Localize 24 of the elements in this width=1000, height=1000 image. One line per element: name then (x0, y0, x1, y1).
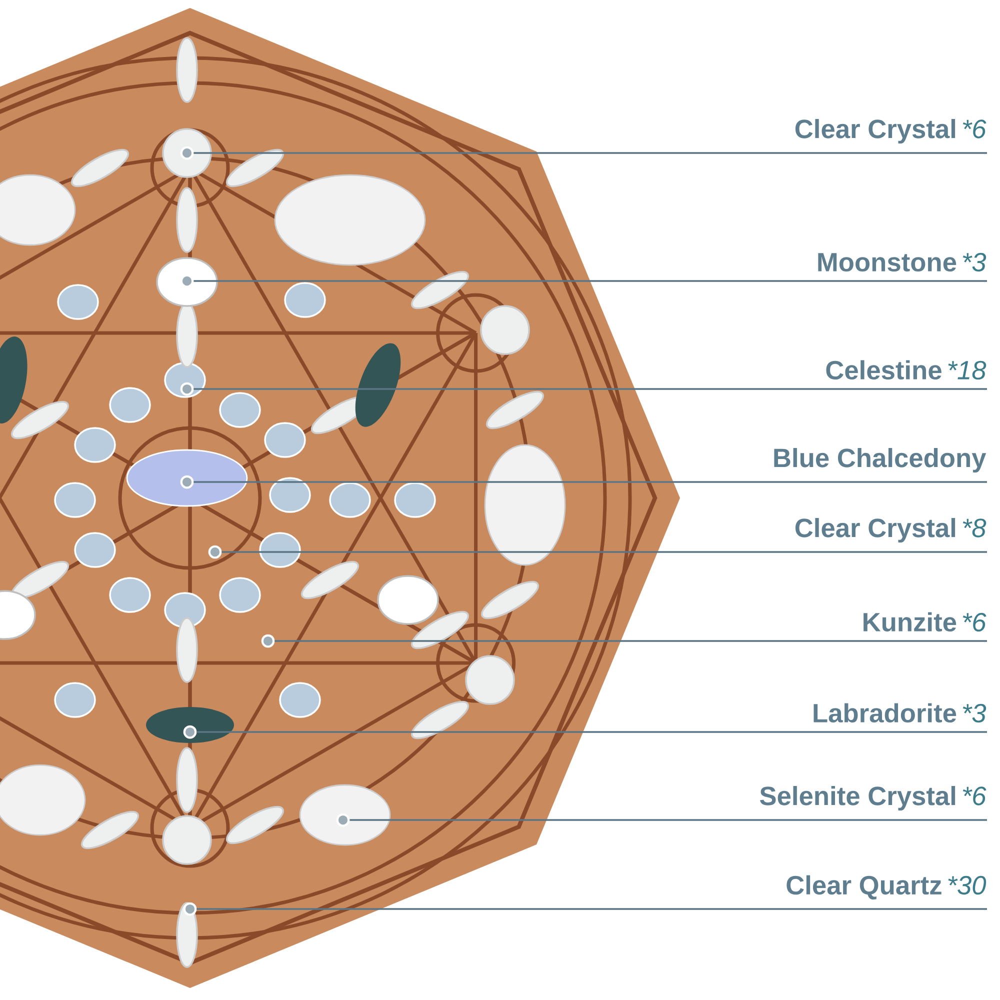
stone-label: Clear Quartz *30 (786, 875, 986, 900)
pointer-dot (180, 475, 194, 489)
stone-label: Blue Chalcedony (774, 448, 986, 472)
pointer-dot (180, 382, 194, 396)
leader-line (194, 388, 987, 390)
pointer-dot (261, 634, 275, 648)
leader-line (196, 731, 987, 733)
stone-label: Celestine *18 (826, 360, 986, 380)
stone-label: Kunzite *6 (864, 612, 986, 632)
pointer-dot (208, 545, 222, 559)
leader-line (194, 280, 987, 282)
pointer-dot (183, 725, 197, 739)
leader-line (196, 908, 987, 910)
leader-line (350, 819, 987, 821)
stone-label: Moonstone *3 (818, 252, 986, 272)
leader-line (194, 152, 987, 154)
pointer-dot (183, 902, 197, 916)
leader-line (222, 551, 987, 553)
stone-label: Labradorite *3 (814, 703, 986, 723)
stone-label: Selenite Crystal *6 (760, 786, 986, 810)
leader-line (194, 481, 987, 483)
stone-label: Clear Crystal *8 (795, 518, 986, 542)
stone-label: Clear Crystal *6 (795, 118, 986, 144)
leader-line (274, 640, 987, 642)
